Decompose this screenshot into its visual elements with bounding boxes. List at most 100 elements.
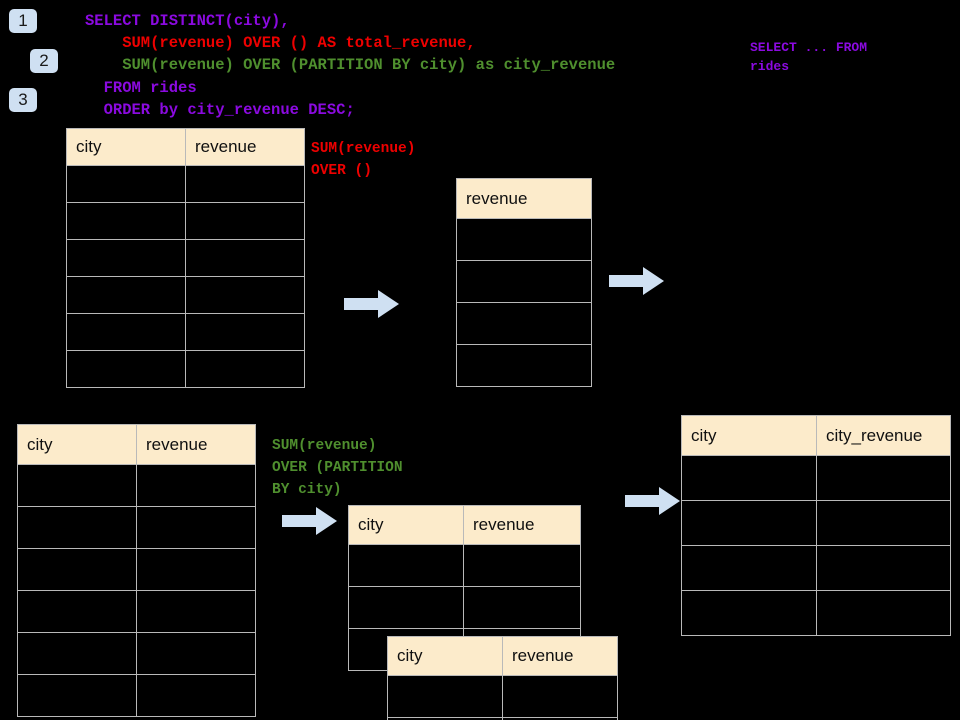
cell: [66, 276, 186, 314]
cell: [66, 239, 186, 277]
cell: [136, 506, 256, 549]
step-badge-2: 2: [30, 49, 58, 73]
arrow-partition-to-result: [625, 486, 681, 516]
table-row: [348, 544, 581, 587]
sql-line-total: SUM(revenue) OVER () AS total_revenue,: [85, 34, 476, 52]
rides-source-table-partitioned: city revenue: [17, 424, 256, 717]
table-row: [456, 260, 592, 303]
cell: [66, 313, 186, 351]
cell: [136, 464, 256, 507]
arrow-total-to-next: [609, 266, 665, 296]
cell: [66, 350, 186, 388]
table-row: [66, 165, 305, 203]
cell: [136, 632, 256, 675]
annotation-total-revenue-line-2: OVER (): [311, 163, 372, 179]
cell: [681, 500, 817, 546]
table-row: [456, 218, 592, 261]
table-header-row: city revenue: [17, 424, 256, 465]
cell: [681, 590, 817, 636]
column-header-city: city: [17, 424, 137, 465]
cell: [387, 675, 503, 718]
cell: [463, 586, 581, 629]
sql-line-city: SUM(revenue) OVER (PARTITION BY city) as…: [85, 56, 616, 74]
table-header-row: city revenue: [387, 636, 618, 676]
cell: [185, 165, 305, 203]
table-row: [17, 632, 256, 675]
cell: [463, 544, 581, 587]
partition-group-front: city revenue: [387, 636, 618, 720]
rides-source-table: city revenue: [66, 128, 305, 388]
cell: [502, 675, 618, 718]
column-header-city: city: [387, 636, 503, 676]
table-row: [17, 464, 256, 507]
table-header-row: revenue: [456, 178, 592, 219]
cell: [185, 202, 305, 240]
table-row: [17, 590, 256, 633]
cell: [681, 455, 817, 501]
column-header-revenue: revenue: [185, 128, 305, 166]
cell: [185, 350, 305, 388]
cell: [136, 548, 256, 591]
table-row: [17, 506, 256, 549]
cell: [456, 344, 592, 387]
cell: [136, 590, 256, 633]
table-row: [17, 674, 256, 717]
cell: [66, 165, 186, 203]
table-header-row: city revenue: [66, 128, 305, 166]
column-header-revenue: revenue: [456, 178, 592, 219]
cell: [348, 586, 464, 629]
side-note-line-2: rides: [750, 59, 790, 74]
sql-line-from: FROM rides: [85, 79, 197, 97]
column-header-city-revenue: city_revenue: [816, 415, 951, 456]
annotation-city-revenue-line-3: BY city): [272, 482, 342, 498]
column-header-city: city: [348, 505, 464, 545]
arrow-source-to-total: [344, 289, 400, 319]
annotation-city-revenue-line-1: SUM(revenue): [272, 438, 377, 454]
cell: [816, 545, 951, 591]
cell: [17, 674, 137, 717]
table-row: [66, 202, 305, 240]
cell: [456, 260, 592, 303]
cell: [17, 506, 137, 549]
cell: [681, 545, 817, 591]
cell: [502, 717, 618, 720]
column-header-city: city: [66, 128, 186, 166]
table-row: [456, 344, 592, 387]
table-row: [66, 313, 305, 351]
arrow-source-to-partition: [282, 506, 338, 536]
column-header-revenue: revenue: [502, 636, 618, 676]
cell: [816, 590, 951, 636]
table-row: [681, 455, 951, 501]
city-revenue-result-table: city city_revenue: [681, 415, 951, 636]
table-row: [681, 500, 951, 546]
sql-line-select: SELECT DISTINCT(city),: [85, 12, 290, 30]
cell: [456, 302, 592, 345]
cell: [185, 276, 305, 314]
table-row: [456, 302, 592, 345]
table-row: [387, 675, 618, 718]
total-revenue-table: revenue: [456, 178, 592, 387]
step-badge-1: 1: [9, 9, 37, 33]
annotation-city-revenue-line-2: OVER (PARTITION: [272, 460, 403, 476]
step-badge-3: 3: [9, 88, 37, 112]
cell: [185, 313, 305, 351]
table-row: [387, 717, 618, 720]
column-header-revenue: revenue: [136, 424, 256, 465]
table-header-row: city revenue: [348, 505, 581, 545]
table-row: [66, 350, 305, 388]
cell: [816, 455, 951, 501]
table-row: [66, 239, 305, 277]
sql-line-order: ORDER by city_revenue DESC;: [85, 101, 355, 119]
column-header-revenue: revenue: [463, 505, 581, 545]
cell: [136, 674, 256, 717]
table-row: [66, 276, 305, 314]
cell: [816, 500, 951, 546]
cell: [456, 218, 592, 261]
cell: [17, 464, 137, 507]
table-header-row: city city_revenue: [681, 415, 951, 456]
cell: [66, 202, 186, 240]
table-row: [681, 590, 951, 636]
cell: [17, 548, 137, 591]
table-row: [681, 545, 951, 591]
